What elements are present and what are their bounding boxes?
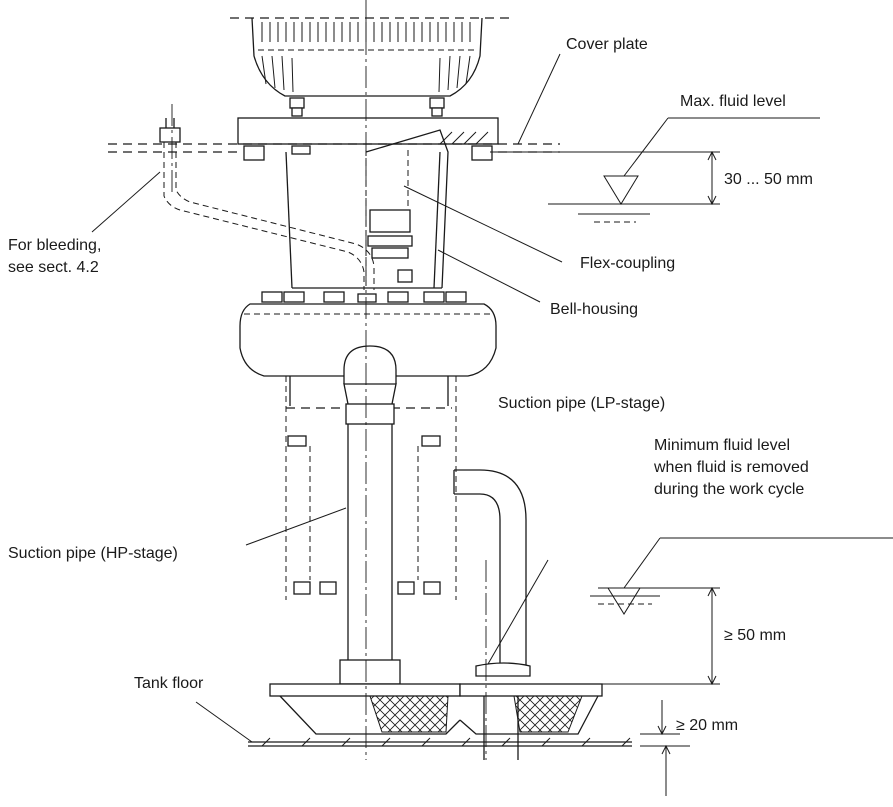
bleeding-label-line2: see sect. 4.2 bbox=[8, 259, 99, 276]
fluid-level-triangle-icon bbox=[607, 587, 641, 615]
min-gap-label: ≥ 50 mm bbox=[724, 627, 786, 644]
bleeding-label-line1: For bleeding, bbox=[8, 237, 101, 254]
centerlines bbox=[171, 0, 487, 760]
min-level-dimension bbox=[590, 537, 893, 686]
leader-lines bbox=[91, 53, 563, 743]
labels: Cover plate Max. fluid level 30 ... 50 m… bbox=[8, 36, 813, 734]
max-level-dimension bbox=[490, 117, 820, 223]
floor-gap-dimension bbox=[640, 700, 690, 796]
min-level-label-line3: during the work cycle bbox=[654, 481, 804, 498]
motor-drawing bbox=[230, 17, 510, 117]
suction-pipe-hp-drawing bbox=[339, 345, 401, 685]
level-gap-label: 30 ... 50 mm bbox=[724, 171, 813, 188]
bell-housing-label: Bell-housing bbox=[550, 301, 638, 318]
pump-body-drawing bbox=[239, 291, 497, 600]
bleeding-line-drawing bbox=[163, 142, 375, 290]
suction-pipe-lp-label: Suction pipe (LP-stage) bbox=[498, 395, 665, 412]
cover-plate-label: Cover plate bbox=[566, 36, 648, 53]
tank-floor-label: Tank floor bbox=[134, 675, 204, 692]
cover-plate-drawing bbox=[108, 117, 560, 161]
tank-floor-drawing bbox=[248, 737, 632, 747]
min-level-label-line2: when fluid is removed bbox=[653, 459, 809, 476]
strainer-drawing bbox=[269, 683, 603, 735]
min-level-label-line1: Minimum fluid level bbox=[654, 437, 790, 454]
fluid-level-triangle-icon bbox=[603, 175, 639, 205]
flex-coupling-label: Flex-coupling bbox=[580, 255, 675, 272]
suction-pipe-hp-label: Suction pipe (HP-stage) bbox=[8, 545, 178, 562]
suction-pipe-lp-drawing bbox=[453, 469, 531, 760]
max-fluid-level-label: Max. fluid level bbox=[680, 93, 786, 110]
floor-gap-label: ≥ 20 mm bbox=[676, 717, 738, 734]
